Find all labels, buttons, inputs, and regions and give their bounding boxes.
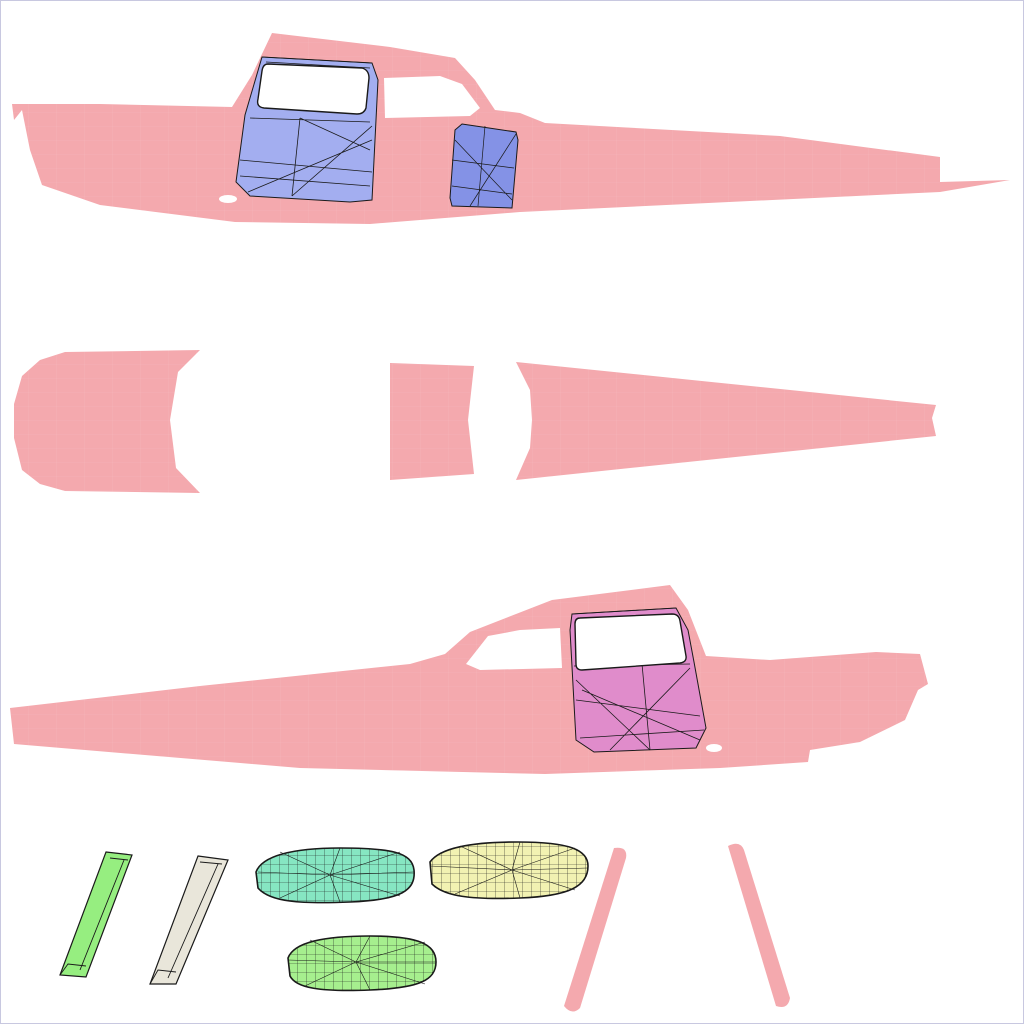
right-windshield-cutout xyxy=(466,628,562,670)
fuselage-right-panel-lines xyxy=(10,585,928,774)
fuselage-left-side xyxy=(12,33,1010,224)
wheel-pant-teal xyxy=(255,847,415,904)
left-windshield-cutout xyxy=(384,76,480,118)
left-rear-window-wire xyxy=(451,125,517,207)
step-green xyxy=(59,851,133,978)
step-beige xyxy=(149,855,229,985)
wheel-pant-yellow-rays xyxy=(429,841,589,899)
wheel-pant-yellow xyxy=(429,841,589,900)
wheel-pant-green-grid xyxy=(288,936,436,991)
fuselage-top-middle-panel-lines xyxy=(390,363,474,480)
fuselage-top-rear-panel-lines xyxy=(516,362,936,480)
strut-left xyxy=(564,847,627,1012)
step-beige-body xyxy=(149,855,229,985)
left-step-hole xyxy=(219,195,237,203)
wheel-pant-teal-rays xyxy=(257,847,415,903)
wheel-pant-yellow-outline xyxy=(429,841,589,900)
wheel-pant-yellow-grid xyxy=(430,842,588,899)
step-beige-edge xyxy=(149,861,223,985)
fuselage-right-side xyxy=(10,585,928,774)
wheel-pant-green-rays xyxy=(287,935,436,991)
wheel-pant-green-outline xyxy=(287,935,437,992)
fuselage-top-front-panel-lines xyxy=(14,350,200,493)
wheel-pant-teal-outline xyxy=(255,847,415,904)
step-green-edge xyxy=(59,857,129,976)
right-step-hole xyxy=(706,744,722,752)
wheel-pant-teal-grid xyxy=(256,848,415,903)
fuselage-top-view xyxy=(14,350,936,493)
left-rear-window xyxy=(449,123,519,209)
left-front-door-wire xyxy=(239,56,373,197)
step-green-body xyxy=(59,851,133,978)
strut-right xyxy=(728,843,790,1007)
right-door-window-cutout xyxy=(574,613,687,671)
left-door-window-cutout xyxy=(256,63,370,115)
wheel-pant-green xyxy=(287,935,437,992)
